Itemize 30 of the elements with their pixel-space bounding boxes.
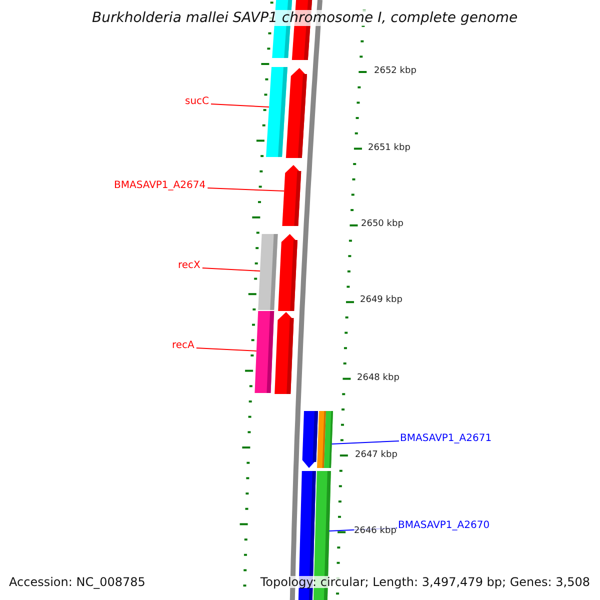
genome-summary-text: Topology: circular; Length: 3,497,479 bp; Genes: 3,508 xyxy=(260,576,590,588)
leader-line xyxy=(196,348,257,352)
gene-label: BMASAVP1_A2670 xyxy=(398,521,490,531)
scale-label: 2649 kbp xyxy=(360,296,402,305)
gene-label: sucC xyxy=(185,97,210,107)
leader-line xyxy=(210,104,270,108)
gene-feature xyxy=(258,234,278,310)
leader-line xyxy=(202,268,260,272)
scale-label: 2651 kbp xyxy=(368,144,410,153)
gene-feature xyxy=(286,68,307,158)
gene-feature xyxy=(254,311,274,393)
accession-text: Accession: NC_008785 xyxy=(9,576,146,588)
gene-label: recA xyxy=(172,341,194,351)
leader-line xyxy=(331,440,400,444)
title: Burkholderia mallei SAVP1 chromosome I, complete genome xyxy=(90,10,520,26)
scale-label: 2648 kbp xyxy=(357,374,400,383)
scale-label: 2646 kbp xyxy=(354,527,396,536)
gene-feature xyxy=(282,165,302,226)
scale-label: 2650 kbp xyxy=(361,220,404,229)
gene-label: recX xyxy=(178,261,200,271)
gene-feature xyxy=(302,411,318,468)
scale-label: 2647 kbp xyxy=(355,451,398,460)
scale-label: 2652 kbp xyxy=(374,67,416,76)
leader-line xyxy=(207,188,285,192)
gene-feature xyxy=(278,234,298,311)
gene-label: BMASAVP1_A2671 xyxy=(400,434,492,444)
gene-feature xyxy=(274,312,294,394)
gene-feature xyxy=(266,67,288,157)
gene-label: BMASAVP1_A2674 xyxy=(114,181,206,191)
gene-feature xyxy=(324,411,333,468)
